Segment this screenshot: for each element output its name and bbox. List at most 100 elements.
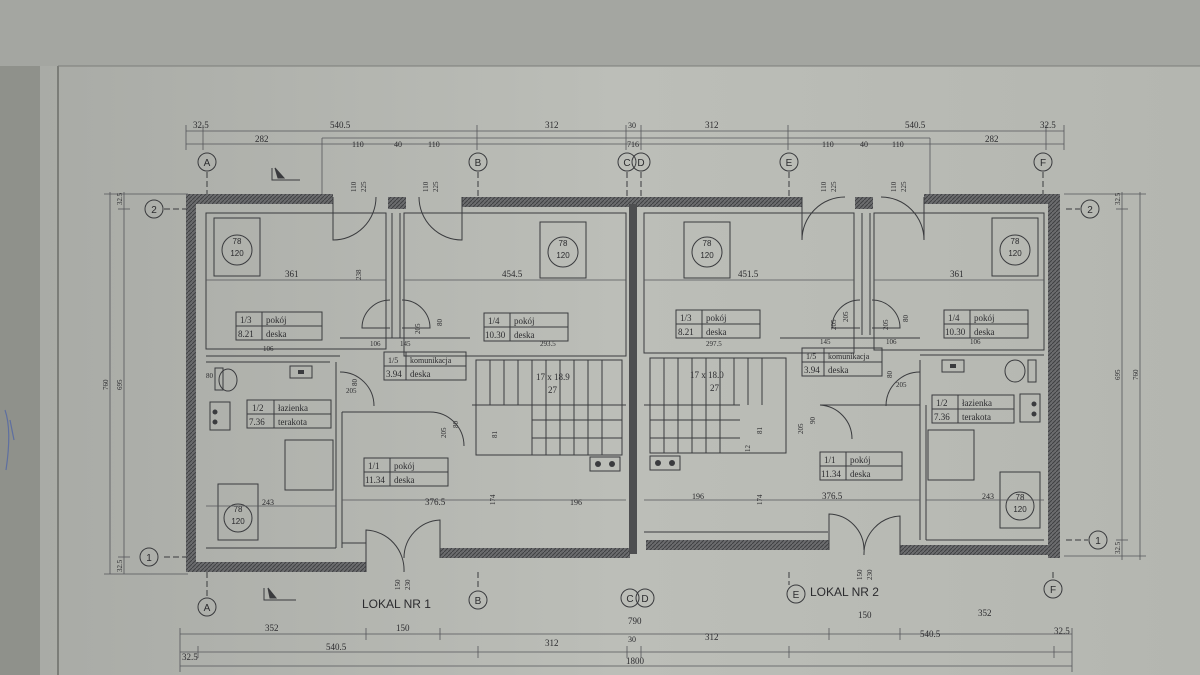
dim-bottom-3: 790 xyxy=(628,616,642,626)
svg-text:pokój: pokój xyxy=(706,313,727,323)
dim-left-2: 760 xyxy=(102,379,110,390)
svg-text:7.36: 7.36 xyxy=(249,417,265,427)
room-label-u2-pokoj-13: 1/3 pokój 8.21 deska xyxy=(675,309,761,339)
svg-text:10.30: 10.30 xyxy=(485,330,506,340)
axis-f-bottom: F xyxy=(1050,585,1056,596)
axis-2-right: 2 xyxy=(1087,205,1093,216)
room-label-u1-pokoj-11: 1/1 pokój 11.34 deska xyxy=(363,457,449,487)
dim-top-b8: 110 xyxy=(892,140,904,149)
dim-bottom-b5: 312 xyxy=(705,632,719,642)
dim-bottom-b7: 32.5 xyxy=(1054,626,1070,636)
dim-bottom-b6: 540.5 xyxy=(920,629,941,639)
bed-label: 120 xyxy=(231,517,245,526)
dim-interior: 80 xyxy=(351,379,359,387)
svg-text:110: 110 xyxy=(422,181,430,192)
axis-c-top: C xyxy=(623,158,630,169)
wall-behind xyxy=(0,0,1200,66)
dim-interior: 205 xyxy=(440,427,448,438)
axis-b-bottom: B xyxy=(475,596,482,607)
dim-interior: 376.5 xyxy=(822,491,843,501)
svg-text:1/3: 1/3 xyxy=(240,315,252,325)
dim-right-1: 32.5 xyxy=(1114,192,1122,205)
dim-top-6: 540.5 xyxy=(905,120,926,130)
side-dimensions: 32.5 760 695 32.5 32.5 695 760 32.5 xyxy=(102,192,1146,575)
svg-text:3.94: 3.94 xyxy=(386,369,402,379)
dim-interior: 243 xyxy=(982,492,994,501)
dim-interior: 81 xyxy=(756,427,764,435)
dim-interior: 81 xyxy=(491,431,499,439)
dim-bottom-2: 150 xyxy=(396,623,410,633)
bed-label: 78 xyxy=(1016,493,1025,502)
room-label-u2-pokoj-11: 1/1 pokój 11.34 deska xyxy=(819,451,903,481)
dim-top-1: 32.5 xyxy=(193,120,209,130)
dim-interior: 106 xyxy=(263,345,274,353)
svg-text:225: 225 xyxy=(432,181,440,192)
bed-label: 78 xyxy=(559,239,568,248)
dim-interior: 12 xyxy=(744,445,752,453)
room-label-u1-lazienka: 1/2 łazienka 7.36 terakota xyxy=(246,399,332,429)
bed-label: 120 xyxy=(1008,249,1022,258)
dim-top-b2: 110 xyxy=(352,140,364,149)
window-dimensions: 110 225 110 225 110 225 110 225 150 230 … xyxy=(350,181,908,590)
svg-text:110: 110 xyxy=(820,181,828,192)
dim-interior: 174 xyxy=(756,494,764,505)
dim-interior: 238 xyxy=(355,269,363,280)
svg-text:deska: deska xyxy=(850,469,871,479)
dim-left-1: 32.5 xyxy=(116,192,124,205)
dim-top-4: 30 xyxy=(628,121,636,130)
stairs: 17 x 18.9 27 17 x 18.0 27 xyxy=(475,357,787,456)
svg-text:łazienka: łazienka xyxy=(278,403,308,413)
dim-interior: 205 xyxy=(842,311,850,322)
dim-bottom-5: 352 xyxy=(978,608,992,618)
unit-title-2: LOKAL NR 2 xyxy=(810,585,879,599)
axis-d-top: D xyxy=(637,158,644,169)
svg-text:pokój: pokój xyxy=(514,316,535,326)
dim-right-2: 695 xyxy=(1114,369,1122,380)
room-label-u1-pokoj-13: 1/3 pokój 8.21 deska xyxy=(235,311,323,341)
dim-bottom-b4: 30 xyxy=(628,635,636,644)
svg-text:deska: deska xyxy=(266,329,287,339)
bed-label: 120 xyxy=(230,249,244,258)
room-labels: 1/3 pokój 8.21 deska 1/4 pokój 10.30 des… xyxy=(235,309,1029,487)
dim-top-b6: 110 xyxy=(822,140,834,149)
svg-text:deska: deska xyxy=(410,369,431,379)
interior-dimensions: 361 454.5 451.5 361 106 106 145 293.5 29… xyxy=(206,269,1044,507)
svg-text:pokój: pokój xyxy=(974,313,995,323)
dim-top-2: 540.5 xyxy=(330,120,351,130)
svg-text:deska: deska xyxy=(974,327,995,337)
svg-text:225: 225 xyxy=(900,181,908,192)
svg-text:1/4: 1/4 xyxy=(488,316,500,326)
dim-interior: 80 xyxy=(886,371,894,379)
svg-text:150: 150 xyxy=(856,569,864,580)
svg-text:110: 110 xyxy=(890,181,898,192)
svg-text:terakota: terakota xyxy=(962,412,991,422)
dim-interior: 361 xyxy=(950,269,964,279)
dim-interior: 205 xyxy=(830,319,838,330)
dim-interior: 80 xyxy=(452,421,460,429)
room-label-u2-lazienka: 1/2 łazienka 7.36 terakota xyxy=(931,394,1015,424)
dim-interior: 196 xyxy=(570,498,582,507)
svg-text:deska: deska xyxy=(514,330,535,340)
svg-text:110: 110 xyxy=(350,181,358,192)
bed-label: 78 xyxy=(1011,237,1020,246)
bed-label: 78 xyxy=(234,505,243,514)
dim-interior: 106 xyxy=(370,340,381,348)
dim-interior: 293.5 xyxy=(540,340,556,348)
svg-text:7.36: 7.36 xyxy=(934,412,950,422)
dim-top-7: 32.5 xyxy=(1040,120,1056,130)
dim-top-b3: 40 xyxy=(394,140,402,149)
dim-interior: 205 xyxy=(797,423,805,434)
pen-mark xyxy=(4,409,15,471)
dim-interior: 376.5 xyxy=(425,497,446,507)
dim-bottom-1: 352 xyxy=(265,623,279,633)
exterior-walls xyxy=(186,194,1060,572)
dim-top-5: 312 xyxy=(705,120,719,130)
room-label-u1-komunikacja: 1/5 komunikacja 3.94 deska xyxy=(383,351,467,381)
svg-text:230: 230 xyxy=(404,579,412,590)
axis-1-right: 1 xyxy=(1095,536,1101,547)
dim-interior: 106 xyxy=(886,338,897,346)
axis-f-top: F xyxy=(1040,158,1046,169)
svg-text:1/3: 1/3 xyxy=(680,313,692,323)
svg-text:1/5: 1/5 xyxy=(806,352,816,361)
svg-text:pokój: pokój xyxy=(394,461,415,471)
